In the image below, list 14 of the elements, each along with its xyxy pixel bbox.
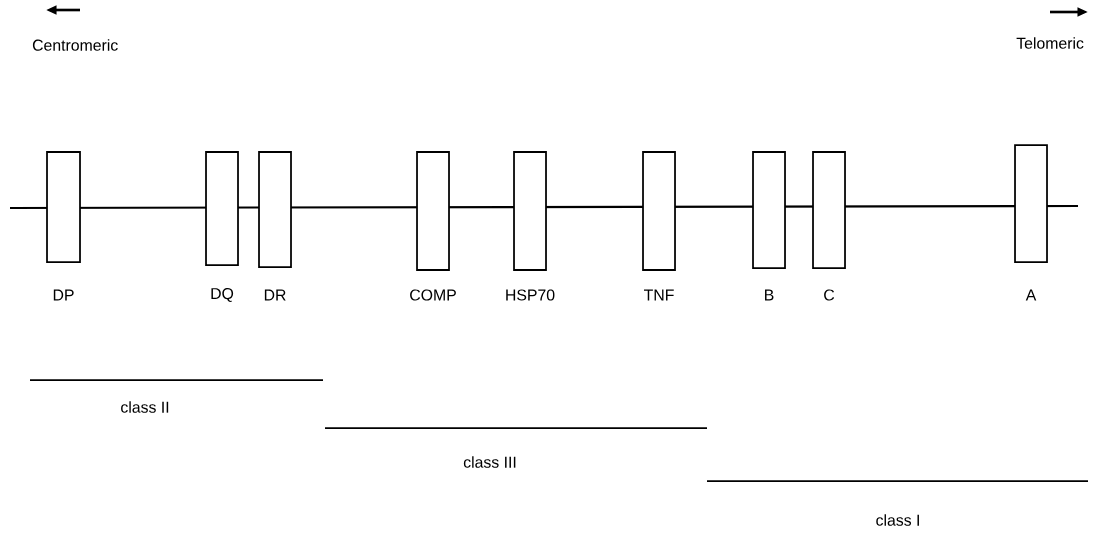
gene-label: DP	[53, 289, 74, 301]
gene-label: TNF	[644, 289, 674, 301]
direction-label: Centromeric	[32, 39, 118, 51]
gene-label: DQ	[211, 288, 234, 302]
class-label: class II	[121, 401, 169, 413]
direction-label: Telomeric	[1016, 37, 1084, 49]
gene-label: HSP70	[506, 289, 555, 301]
gene-label: DR	[264, 289, 286, 301]
gene-label: A	[1025, 289, 1037, 301]
gene-label: C	[824, 289, 835, 301]
class-label: class I	[876, 514, 919, 526]
gene-label: B	[765, 289, 774, 301]
gene-label: COMP	[410, 289, 456, 301]
class-label: class III	[463, 456, 516, 468]
